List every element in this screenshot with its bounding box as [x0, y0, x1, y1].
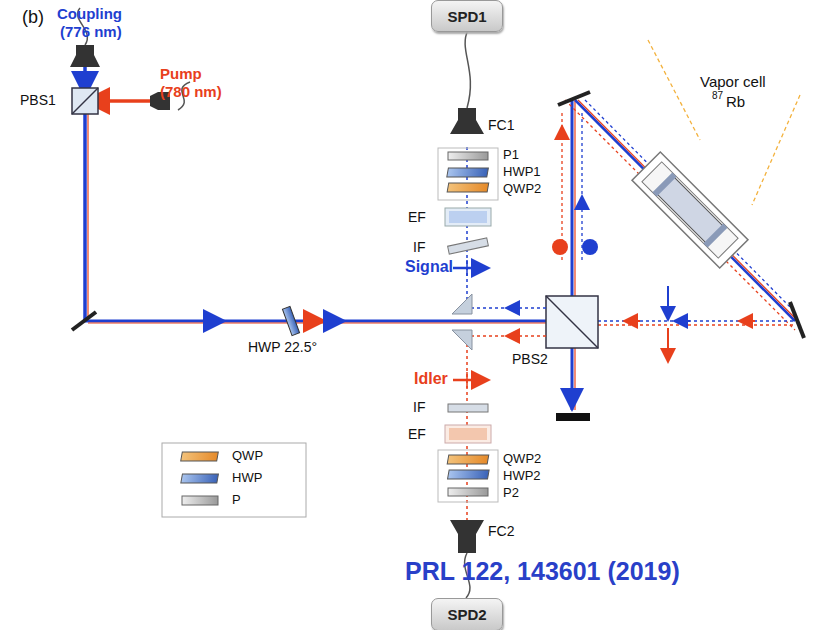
part-name: HWP1: [503, 165, 541, 179]
beam-name: (776 nm): [60, 24, 122, 41]
hwp-sample: [181, 474, 219, 483]
isotope-mass: 87: [712, 90, 723, 101]
part-name: PBS2: [512, 352, 548, 367]
idler-label: Idler: [414, 370, 448, 388]
part-name: FC2: [488, 524, 514, 539]
detector-box: SPD1: [431, 0, 503, 32]
signal-label: Signal: [405, 258, 453, 276]
part-name: PBS1: [20, 93, 56, 108]
panel-label: (b): [22, 8, 44, 28]
qwp-sample: [181, 452, 219, 461]
beam-name: Pump: [160, 66, 202, 83]
p-sample: [182, 496, 218, 505]
part-name: P1: [503, 148, 519, 162]
detector-label: SPD1: [447, 8, 486, 25]
beam-name: Coupling: [57, 6, 122, 23]
part-name: FC1: [488, 118, 514, 133]
legend-text: HWP: [232, 471, 262, 485]
part-name: Rb: [726, 94, 745, 111]
legend-text: QWP: [232, 449, 263, 463]
beam-name: (780 nm): [160, 84, 222, 101]
part-name: QWP2: [503, 452, 541, 466]
part-name: Vapor cell: [700, 74, 766, 91]
legend-text: P: [232, 493, 241, 507]
part-name: HWP 22.5°: [248, 340, 317, 355]
part-name: HWP2: [503, 469, 541, 483]
part-name: IF: [413, 240, 425, 255]
citation: PRL 122, 143601 (2019): [405, 558, 680, 586]
part-name: EF: [408, 210, 426, 225]
part-name: IF: [413, 400, 425, 415]
detector-box: SPD2: [431, 598, 503, 630]
detector-label: SPD2: [447, 606, 486, 623]
legend-box: [162, 443, 306, 517]
part-name: QWP2: [503, 182, 541, 196]
part-name: EF: [408, 427, 426, 442]
part-name: P2: [503, 486, 519, 500]
